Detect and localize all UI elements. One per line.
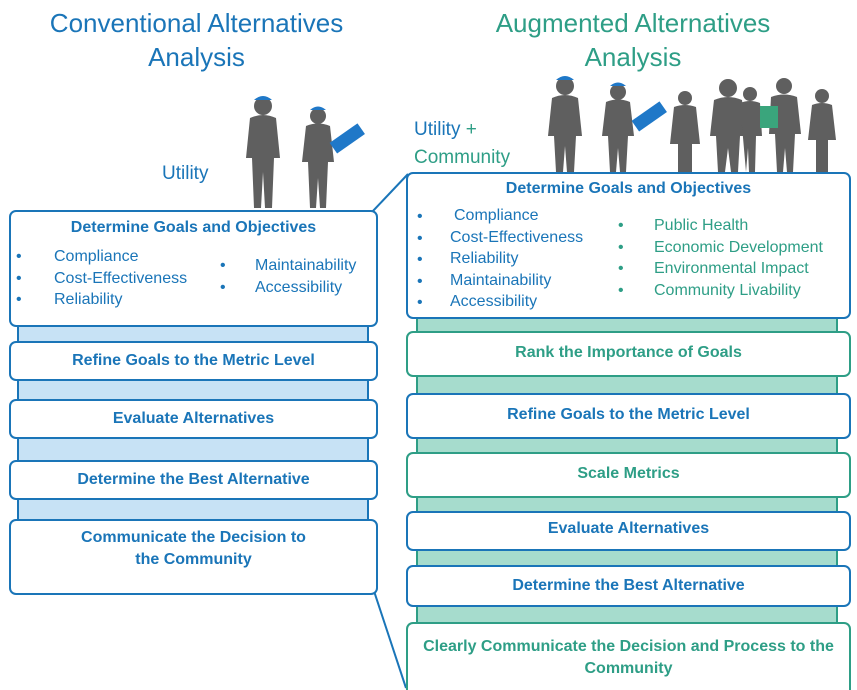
left-goal-item: Maintainability [255, 257, 357, 274]
right-goal-item: Reliability [450, 250, 519, 267]
right-goals-col2: Public Health Economic Development Envir… [654, 215, 823, 301]
right-goal-item: Community Livability [654, 281, 801, 299]
right-goal-item: Environmental Impact [654, 260, 809, 277]
right-title-line1: Augmented Alternatives [495, 8, 771, 38]
left-goal-item: Accessibility [255, 278, 343, 296]
right-step-refine-goals: Refine Goals to the Metric Level [406, 393, 851, 439]
right-goals-box: Determine Goals and Objectives ••••• Com… [406, 172, 851, 319]
right-step-best-alternative: Determine the Best Alternative [406, 565, 851, 607]
right-goal-item: Public Health [654, 217, 749, 234]
left-stakeholder-label: Utility [162, 163, 209, 184]
left-goals-bullets-2: •• [220, 257, 226, 296]
right-step-evaluate: Evaluate Alternatives [406, 511, 851, 551]
left-step-evaluate: Evaluate Alternatives [9, 399, 378, 439]
utility-and-community-people-icon [548, 76, 836, 172]
left-goals-box: Determine Goals and Objectives ••• Compl… [9, 210, 378, 327]
right-stakeholder-plus: + [465, 119, 477, 140]
left-goals-col2: Maintainability Accessibility [255, 255, 356, 298]
right-goal-item: Compliance [454, 207, 539, 224]
right-goal-item: Maintainability [450, 271, 552, 289]
right-goals-heading: Determine Goals and Objectives [505, 180, 752, 197]
utility-workers-icon [246, 96, 365, 208]
right-stakeholder-utility: Utility [414, 119, 461, 140]
left-title: Conventional Alternatives Analysis [0, 6, 393, 74]
right-step-rank-goals: Rank the Importance of Goals [406, 331, 851, 377]
right-goal-item: Cost-Effectiveness [450, 228, 584, 246]
right-goal-item: Accessibility [450, 293, 538, 310]
right-goal-item: Economic Development [654, 238, 823, 256]
right-stakeholder-community: Community [414, 147, 511, 168]
left-step-refine-goals: Refine Goals to the Metric Level [9, 341, 378, 381]
left-goal-item: Compliance [54, 248, 139, 265]
right-goals-bullets-2: •••• [618, 217, 624, 299]
right-goals-col1: Compliance Cost-Effectiveness Reliabilit… [450, 205, 583, 313]
right-title-line2: Analysis [584, 42, 682, 72]
left-goal-item: Reliability [54, 291, 123, 308]
right-stakeholder-label: Utility + Community [414, 116, 510, 172]
right-goals-bullets-1: ••••• [417, 208, 423, 311]
left-step-best-alternative: Determine the Best Alternative [9, 460, 378, 500]
left-title-line2: Analysis [148, 42, 245, 72]
left-title-line1: Conventional Alternatives [49, 8, 344, 38]
left-step-communicate: Communicate the Decision to the Communit… [9, 519, 378, 595]
right-step-scale-metrics: Scale Metrics [406, 452, 851, 498]
left-goals-col1: Compliance Cost-Effectiveness Reliabilit… [54, 246, 187, 311]
right-step-communicate: Clearly Communicate the Decision and Pro… [406, 622, 851, 690]
right-title: Augmented Alternatives Analysis [418, 6, 848, 74]
left-goals-bullets-1: ••• [16, 248, 22, 308]
left-goals-heading: Determine Goals and Objectives [70, 219, 317, 236]
left-goal-item: Cost-Effectiveness [54, 269, 188, 287]
